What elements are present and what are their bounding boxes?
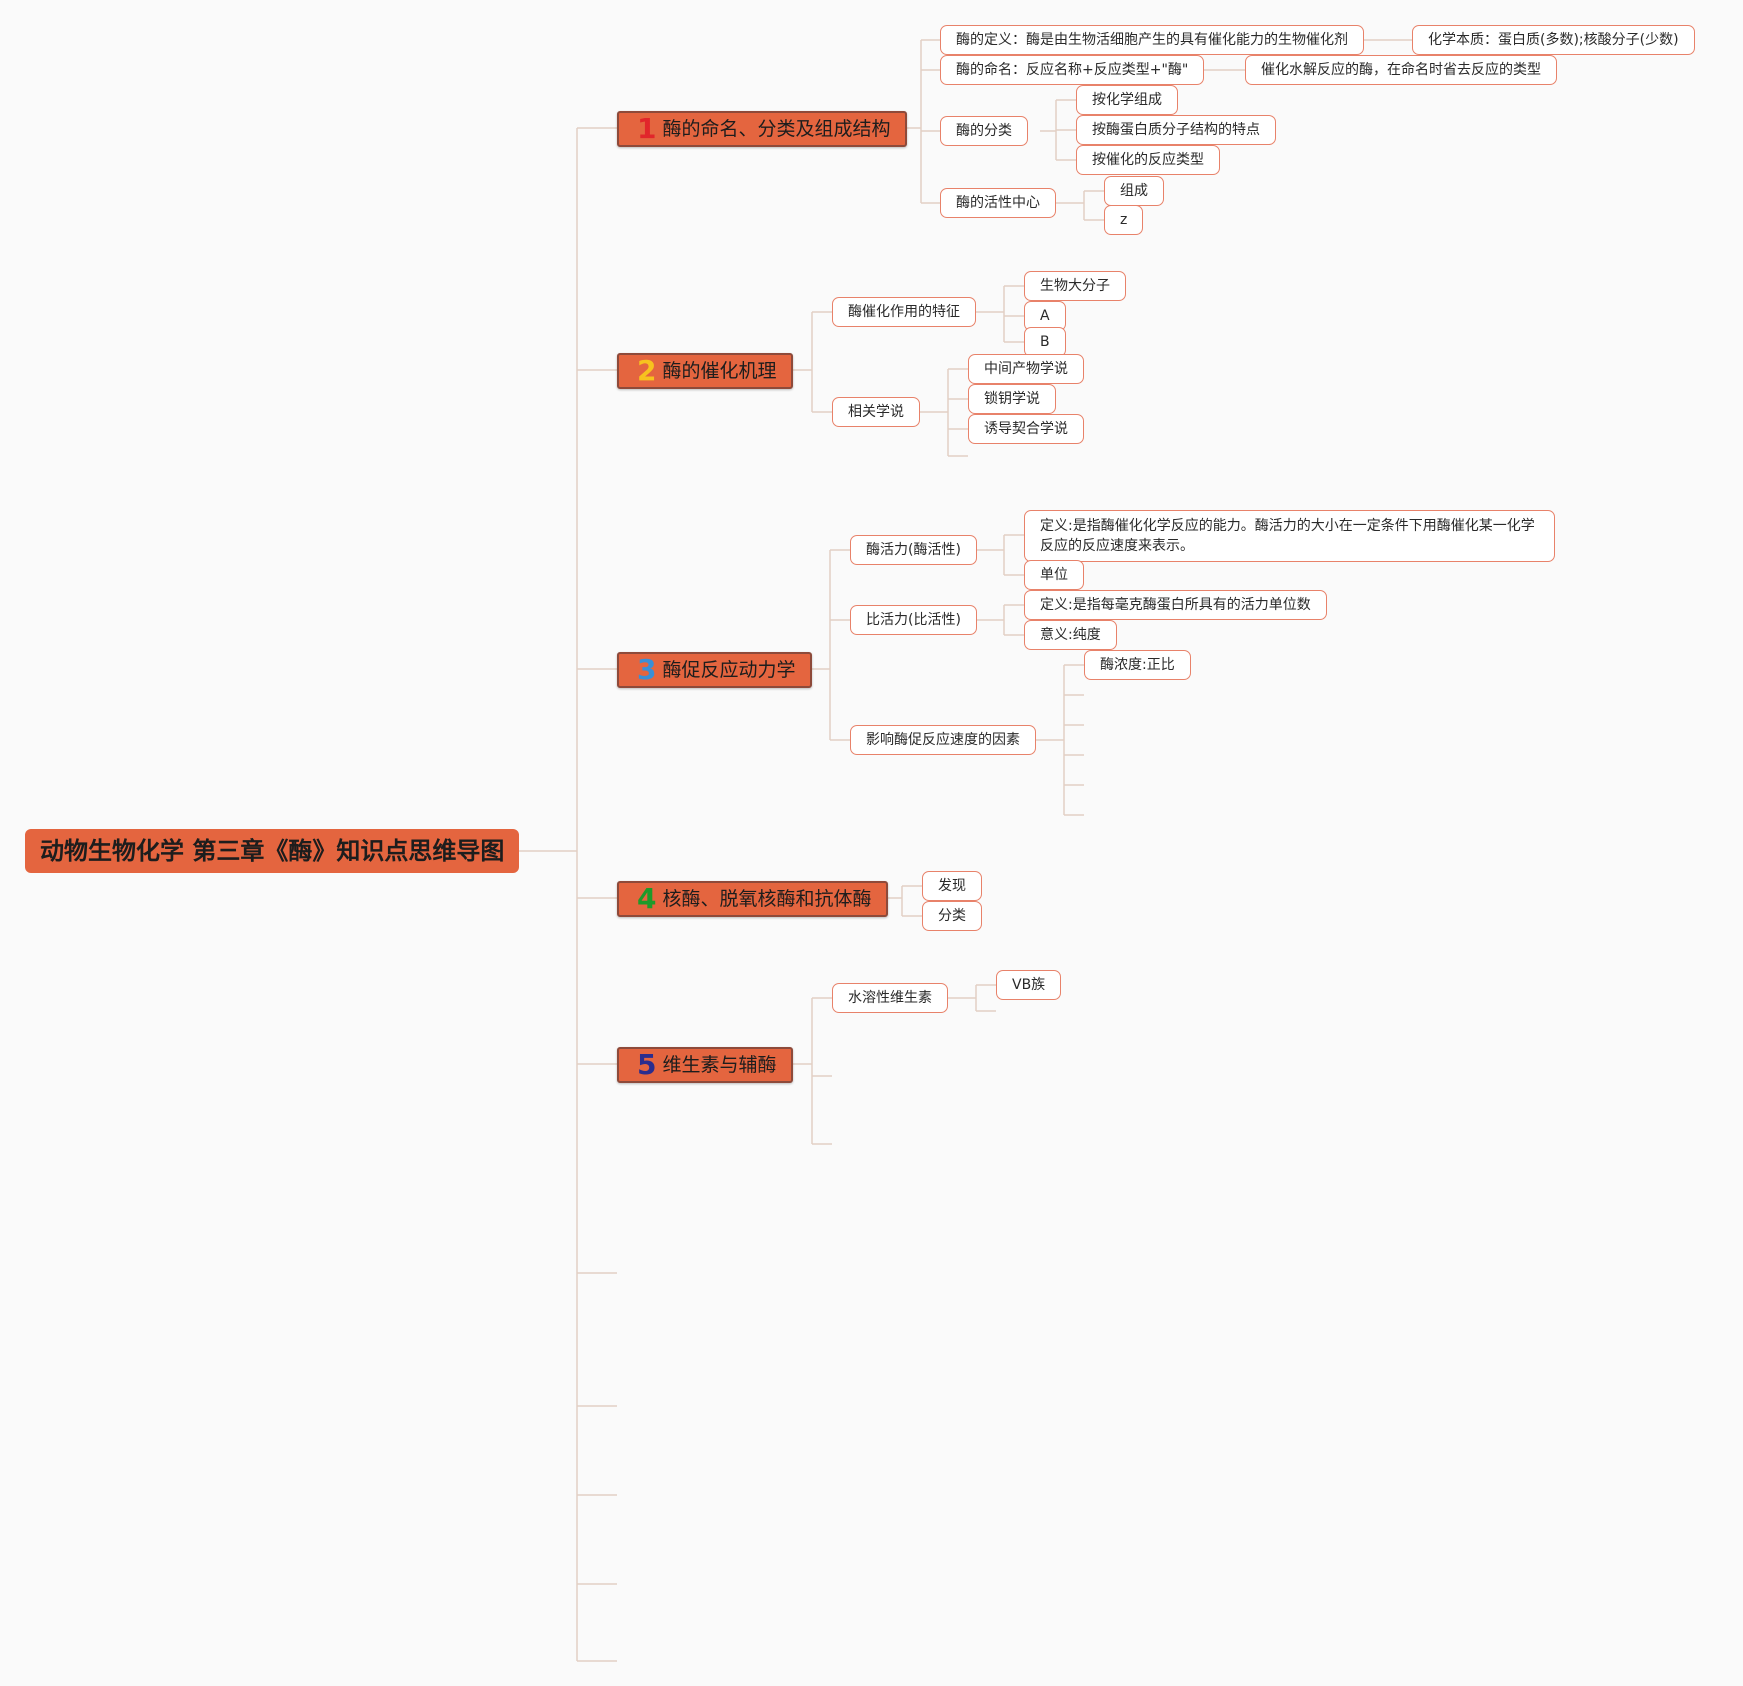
class-by-reaction-type[interactable]: 按催化的反应类型 xyxy=(1076,145,1220,175)
chemical-nature[interactable]: 化学本质：蛋白质(多数);核酸分子(少数) xyxy=(1412,25,1695,55)
water-soluble-vitamins[interactable]: 水溶性维生素 xyxy=(832,983,948,1013)
topic-2-number: 2 xyxy=(637,354,657,387)
active-center-z[interactable]: z xyxy=(1104,205,1144,235)
topic-4-label: 核酶、脱氧核酶和抗体酶 xyxy=(662,888,872,910)
enzyme-activity[interactable]: 酶活力(酶活性) xyxy=(850,535,977,565)
related-theories[interactable]: 相关学说 xyxy=(832,397,920,427)
discovery[interactable]: 发现 xyxy=(922,871,982,901)
topic-5-number: 5 xyxy=(637,1048,657,1081)
class-by-chemical-composition[interactable]: 按化学组成 xyxy=(1076,85,1178,115)
biomacromolecule[interactable]: 生物大分子 xyxy=(1024,271,1126,301)
enzyme-classification[interactable]: 酶的分类 xyxy=(940,116,1028,146)
topic-1-label: 酶的命名、分类及组成结构 xyxy=(662,118,891,140)
enzyme-concentration[interactable]: 酶浓度:正比 xyxy=(1084,650,1191,680)
topic-1-number: 1 xyxy=(637,112,657,145)
connector-path xyxy=(517,39,1412,1662)
root-topic[interactable]: 动物生物化学 第三章《酶》知识点思维导图 xyxy=(25,829,520,873)
specific-activity-definition[interactable]: 定义:是指每毫克酶蛋白所具有的活力单位数 xyxy=(1024,590,1327,620)
specific-activity[interactable]: 比活力(比活性) xyxy=(850,605,977,635)
topic-3-label: 酶促反应动力学 xyxy=(662,659,796,681)
topic-4-number: 4 xyxy=(637,882,657,915)
rate-factors[interactable]: 影响酶促反应速度的因素 xyxy=(850,725,1036,755)
topic-2-label: 酶的催化机理 xyxy=(662,360,777,382)
class-by-protein-structure[interactable]: 按酶蛋白质分子结构的特点 xyxy=(1076,115,1276,145)
active-center[interactable]: 酶的活性中心 xyxy=(940,188,1056,218)
enzyme-definition[interactable]: 酶的定义：酶是由生物活细胞产生的具有催化能力的生物催化剂 xyxy=(940,25,1364,55)
lock-key-theory[interactable]: 锁钥学说 xyxy=(968,384,1056,414)
classification[interactable]: 分类 xyxy=(922,901,982,931)
feature-a[interactable]: A xyxy=(1024,301,1066,331)
intermediate-theory[interactable]: 中间产物学说 xyxy=(968,354,1084,384)
active-center-composition[interactable]: 组成 xyxy=(1104,176,1164,206)
specific-activity-meaning[interactable]: 意义:纯度 xyxy=(1024,620,1117,650)
activity-unit[interactable]: 单位 xyxy=(1024,560,1084,590)
induced-fit-theory[interactable]: 诱导契合学说 xyxy=(968,414,1084,444)
feature-b[interactable]: B xyxy=(1024,327,1066,357)
hydrolase-naming-note[interactable]: 催化水解反应的酶，在命名时省去反应的类型 xyxy=(1245,55,1557,85)
topic-3-number: 3 xyxy=(637,653,657,686)
catalysis-features[interactable]: 酶催化作用的特征 xyxy=(832,297,976,327)
enzyme-naming[interactable]: 酶的命名：反应名称+反应类型+"酶" xyxy=(940,55,1205,85)
topic-5-label: 维生素与辅酶 xyxy=(662,1054,777,1076)
activity-definition[interactable]: 定义:是指酶催化化学反应的能力。酶活力的大小在一定条件下用酶催化某一化学反应的反… xyxy=(1024,510,1555,562)
vitamin-b-group[interactable]: VB族 xyxy=(996,970,1062,1000)
